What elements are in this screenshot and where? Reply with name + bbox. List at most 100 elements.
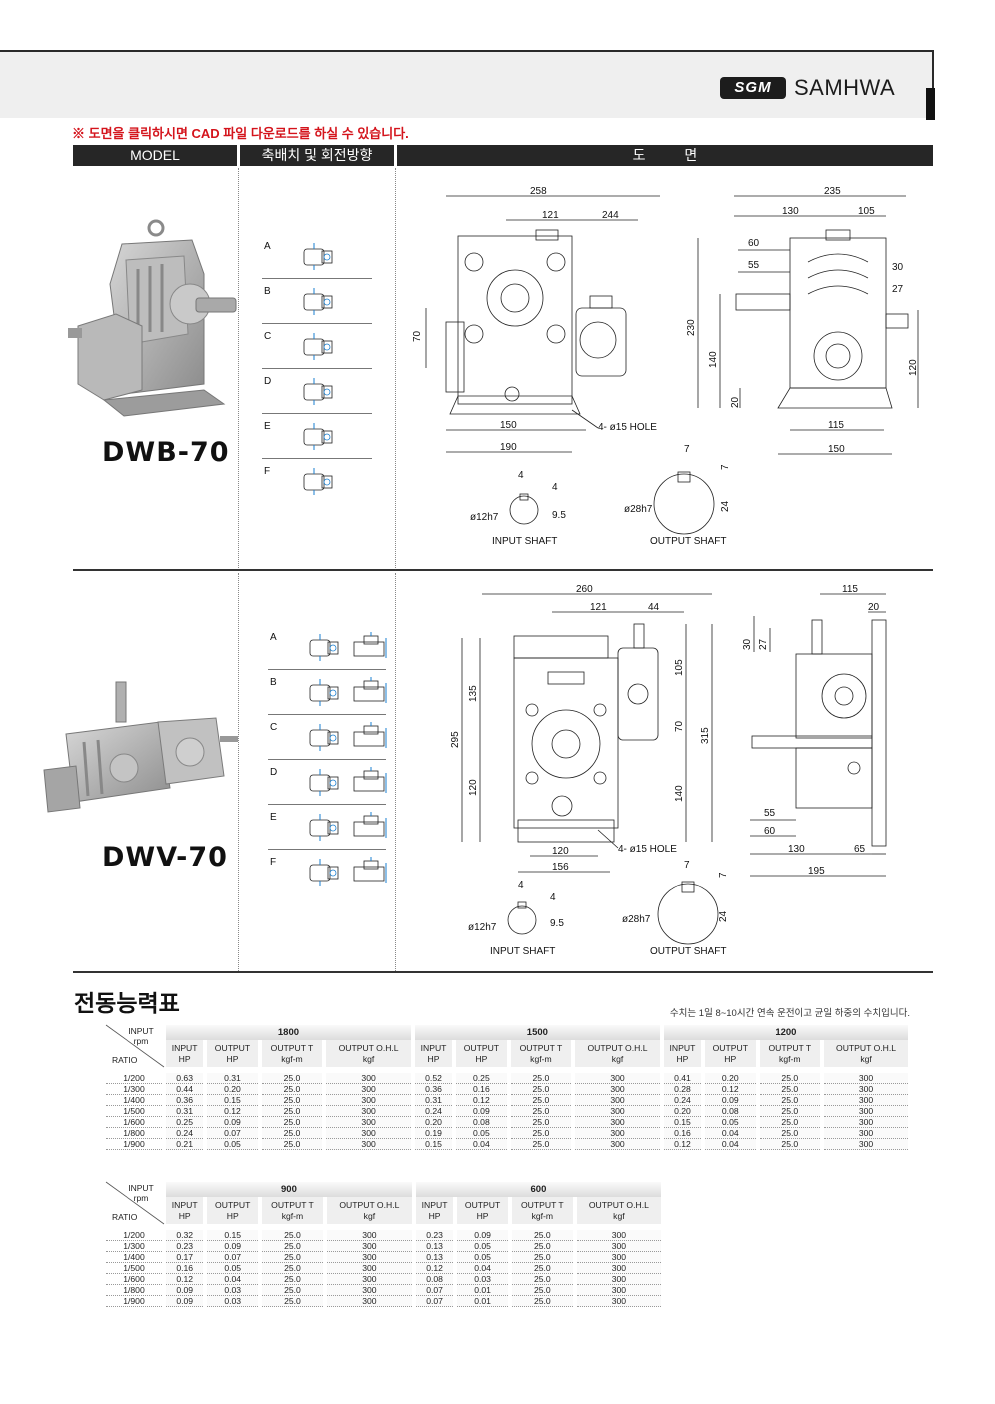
- table-cell: 25.0: [506, 1127, 574, 1140]
- table-cell: 25.0: [507, 1284, 575, 1297]
- cad-download-notice[interactable]: ※ 도면을 클릭하시면 CAD 파일 다운로드를 하실 수 있습니다.: [72, 126, 409, 141]
- table-cell: 0.19: [410, 1127, 455, 1140]
- table-cell: 25.0: [755, 1116, 823, 1129]
- table-cell: 25.0: [506, 1083, 574, 1096]
- table-cell: 0.05: [203, 1262, 261, 1275]
- direction-label: D: [270, 767, 278, 778]
- table-cell: 0.15: [410, 1138, 455, 1151]
- dim-label: 258: [530, 186, 547, 197]
- dim-label: 244: [602, 210, 619, 221]
- section-divider: [73, 971, 933, 973]
- table-cell: 300: [572, 1295, 661, 1308]
- dwv-70-front-drawing[interactable]: 260 121 44 295 135 120 105 70 315 140 12…: [432, 580, 732, 962]
- dwv-70-side-drawing[interactable]: 115 20 30 27 55 60 130 65 195 7 7 24 ø28…: [622, 580, 930, 962]
- dim-label: 156: [552, 862, 569, 873]
- section-divider: [73, 569, 933, 571]
- table-cell: 0.23: [411, 1230, 456, 1242]
- dim-label: 130: [788, 844, 805, 855]
- rpm-header: 1800: [162, 1025, 413, 1041]
- shaft-arrangement-diagram[interactable]: [306, 722, 406, 752]
- shaft-arrangement-diagram[interactable]: [306, 767, 406, 797]
- table-cell: 300: [322, 1105, 413, 1118]
- column-label-line2: kgf-m: [281, 1210, 304, 1221]
- dim-label: 235: [824, 186, 841, 197]
- direction-label: D: [264, 376, 272, 387]
- table-cell: 25.0: [755, 1138, 823, 1151]
- direction-label: A: [270, 632, 277, 643]
- table-cell: 0.20: [410, 1116, 455, 1129]
- shaft-arrangement-diagram[interactable]: [300, 421, 340, 451]
- column-label-line2: kgf: [363, 1210, 376, 1221]
- shaft-arrangement-diagram[interactable]: [306, 812, 406, 842]
- column-label-line2: HP: [427, 1053, 440, 1064]
- table-cell: 25.0: [506, 1094, 574, 1107]
- dim-label: ø28h7: [624, 504, 653, 515]
- column-label-line2: HP: [226, 1210, 239, 1221]
- table-cell: 0.01: [453, 1295, 510, 1308]
- dim-label: 115: [842, 584, 858, 595]
- ratio-value: 1/300: [106, 1083, 164, 1096]
- table-cell: 300: [572, 1230, 661, 1242]
- table-cell: 0.36: [410, 1083, 455, 1096]
- table-cell: 300: [572, 1262, 661, 1275]
- dwb-70-side-drawing[interactable]: 235 130 105 60 55 30 27 230 140 20 120 1…: [624, 182, 930, 552]
- dim-label: 60: [764, 826, 776, 837]
- dim-label: 60: [748, 238, 760, 249]
- column-header-shaft-arrangement: 축배치 및 회전방향: [240, 145, 394, 166]
- shaft-arrangement-diagram[interactable]: [300, 286, 340, 316]
- table-cell: 25.0: [257, 1127, 325, 1140]
- ratio-label: RATIO: [112, 1055, 138, 1065]
- shaft-arrangement-diagram[interactable]: [300, 376, 340, 406]
- dwb-70-front-drawing[interactable]: 258 121 244 70 150 190 4- ø15 HOLE 4 4 9…: [412, 182, 715, 552]
- ratio-value: 1/500: [106, 1262, 164, 1275]
- shaft-arrangement-diagram[interactable]: [300, 331, 340, 361]
- dim-label: 9.5: [552, 510, 566, 521]
- hole-callout: 4- ø15 HOLE: [598, 422, 657, 433]
- dim-label: 230: [686, 319, 697, 336]
- shaft-arrangement-diagram[interactable]: [306, 857, 406, 887]
- dim-label: 20: [868, 602, 880, 613]
- column-label-line2: kgf: [362, 1053, 375, 1064]
- table-cell: 25.0: [755, 1083, 823, 1096]
- dwb-70-product-photo[interactable]: [64, 214, 240, 420]
- dim-label: ø28h7: [622, 914, 651, 925]
- direction-separator: [268, 759, 386, 760]
- table-cell: 25.0: [506, 1138, 574, 1151]
- table-cell: 300: [820, 1138, 908, 1151]
- column-label-line1: INPUT: [669, 1042, 696, 1053]
- table-cell: 25.0: [257, 1138, 325, 1151]
- column-label-line1: INPUT: [171, 1042, 198, 1053]
- table-cell: 300: [820, 1083, 908, 1096]
- table-cell: 25.0: [257, 1094, 325, 1107]
- direction-label: B: [270, 677, 277, 688]
- dim-label: 260: [576, 584, 593, 595]
- column-label-line1: OUTPUT T: [270, 1042, 314, 1053]
- shaft-arrangement-diagram[interactable]: [300, 241, 340, 271]
- shaft-arrangement-diagram[interactable]: [306, 677, 406, 707]
- table-cell: 0.09: [452, 1105, 509, 1118]
- dwv-70-product-photo[interactable]: [40, 678, 240, 818]
- column-label-line1: OUTPUT T: [768, 1042, 812, 1053]
- shaft-arrangement-diagram[interactable]: [300, 466, 340, 496]
- column-label-line2: kgf: [611, 1053, 624, 1064]
- dim-label: 120: [552, 846, 569, 857]
- shaft-arrangement-diagram[interactable]: [306, 632, 406, 662]
- dim-label: ø12h7: [470, 512, 499, 523]
- table-cell: 0.63: [161, 1073, 206, 1085]
- table-cell: 0.36: [161, 1094, 206, 1107]
- table-cell: 0.07: [203, 1127, 260, 1140]
- column-label-line1: OUTPUT: [215, 1199, 251, 1210]
- table-cell: 0.12: [411, 1262, 456, 1275]
- column-label-line2: kgf-m: [779, 1053, 801, 1064]
- table-cell: 0.13: [411, 1240, 456, 1253]
- table-cell: 0.03: [203, 1295, 261, 1308]
